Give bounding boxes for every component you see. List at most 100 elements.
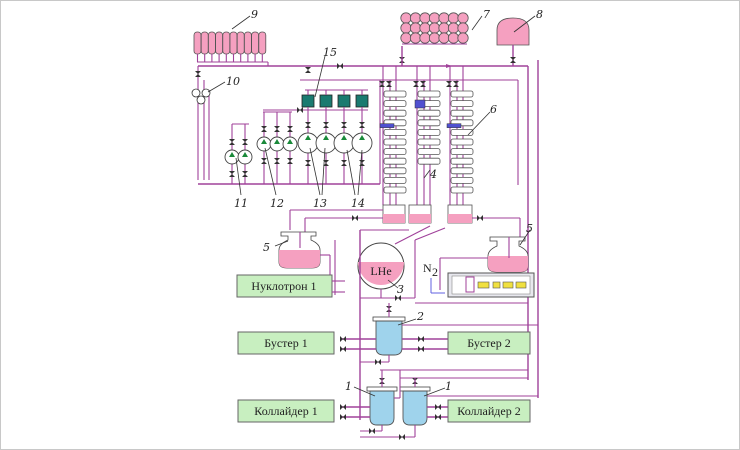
valve[interactable] xyxy=(195,71,201,77)
callout-number: 1 xyxy=(445,380,452,393)
valve[interactable] xyxy=(446,81,452,87)
collider-cryostat-left xyxy=(366,386,398,426)
gas-cylinder xyxy=(400,32,412,44)
gas-cylinder xyxy=(428,32,441,44)
booster-cryostat xyxy=(372,316,406,356)
compressors-group-11 xyxy=(237,124,253,184)
valve[interactable] xyxy=(229,139,235,145)
valve[interactable] xyxy=(359,122,365,128)
valve[interactable] xyxy=(420,81,426,87)
receiver-cylinder xyxy=(193,31,202,55)
consumer-label: Бустер 2 xyxy=(467,336,511,350)
valve[interactable] xyxy=(305,122,311,128)
gas-cylinder xyxy=(400,12,412,24)
compressors-group-11 xyxy=(224,124,240,184)
gas-cylinder xyxy=(457,22,469,34)
valve[interactable] xyxy=(242,139,248,145)
gas-cylinder xyxy=(428,22,441,34)
gas-cylinder xyxy=(409,12,422,24)
valve[interactable] xyxy=(352,215,358,221)
valve[interactable] xyxy=(297,107,303,113)
valve[interactable] xyxy=(341,122,347,128)
receiver-cylinder xyxy=(200,31,209,55)
valve[interactable] xyxy=(229,171,235,177)
valve[interactable] xyxy=(340,414,346,420)
gas-cylinder xyxy=(447,32,460,44)
consumer-nuclotron-1[interactable] xyxy=(236,274,333,298)
valve[interactable] xyxy=(337,63,343,69)
callout-number: 1 xyxy=(345,380,352,393)
gas-cylinder xyxy=(400,22,412,34)
compressors-group-12 xyxy=(282,112,298,184)
valve[interactable] xyxy=(340,404,346,410)
callout-number: 10 xyxy=(226,75,240,88)
receiver-cylinder xyxy=(215,31,224,55)
callout-number: 7 xyxy=(483,8,490,21)
gas-cylinder xyxy=(409,22,422,34)
gas-cylinder xyxy=(438,22,450,34)
callout-number: 5 xyxy=(263,241,270,254)
valve[interactable] xyxy=(453,81,459,87)
valve[interactable] xyxy=(287,158,293,164)
valve[interactable] xyxy=(242,171,248,177)
valve[interactable] xyxy=(435,414,441,420)
valve[interactable] xyxy=(418,346,424,352)
right-refrigerator xyxy=(446,66,474,205)
compressors-group-14 xyxy=(333,107,355,184)
callout-number: 14 xyxy=(351,197,365,210)
lhe-dewar xyxy=(357,242,405,290)
left-refrigerator xyxy=(379,66,407,205)
valve[interactable] xyxy=(287,126,293,132)
valve[interactable] xyxy=(399,434,405,440)
valve[interactable] xyxy=(261,158,267,164)
valve[interactable] xyxy=(386,81,392,87)
collider-cryostat-right xyxy=(399,386,431,426)
gas-cylinder xyxy=(447,12,460,24)
callout-number: 4 xyxy=(429,168,437,181)
callout-number: 9 xyxy=(251,8,258,21)
valve[interactable] xyxy=(435,404,441,410)
consumer-collider-1[interactable] xyxy=(237,399,335,423)
valve[interactable] xyxy=(274,158,280,164)
valve[interactable] xyxy=(418,336,424,342)
valve[interactable] xyxy=(369,428,375,434)
consumer-booster-1[interactable] xyxy=(237,331,335,355)
valve[interactable] xyxy=(340,336,346,342)
receiver-cylinder xyxy=(207,31,216,55)
valve[interactable] xyxy=(261,126,267,132)
middle-refrigerator xyxy=(413,66,441,205)
satellite-dewar-left xyxy=(278,231,321,269)
valve[interactable] xyxy=(305,160,311,166)
callout-number: 6 xyxy=(490,103,497,116)
callout-number: 3 xyxy=(397,283,404,296)
valve[interactable] xyxy=(375,359,381,365)
callout-number: 15 xyxy=(323,46,337,59)
valve[interactable] xyxy=(510,57,516,63)
valve[interactable] xyxy=(274,126,280,132)
consumer-label: Коллайдер 1 xyxy=(254,404,317,418)
receiver-cylinder xyxy=(251,31,260,55)
receiver-cylinder xyxy=(229,31,238,55)
satellite-dewar-right xyxy=(487,236,529,273)
valve[interactable] xyxy=(413,81,419,87)
gas-cylinder xyxy=(457,12,469,24)
consumer-collider-2[interactable] xyxy=(447,399,531,423)
callout-number: 11 xyxy=(234,197,248,210)
gas-cylinder xyxy=(447,22,460,34)
valve[interactable] xyxy=(305,67,311,73)
valve[interactable] xyxy=(341,160,347,166)
nitrogen-subscript: 2 xyxy=(432,265,438,279)
pump-group xyxy=(191,88,211,105)
valve[interactable] xyxy=(340,346,346,352)
receiver-cylinder xyxy=(236,31,245,55)
gas-cylinder-bank xyxy=(400,12,469,45)
valve[interactable] xyxy=(477,215,483,221)
consumer-booster-2[interactable] xyxy=(447,331,531,355)
callout-number: 5 xyxy=(526,222,533,235)
valve[interactable] xyxy=(323,122,329,128)
valve[interactable] xyxy=(359,160,365,166)
compressors-group-12 xyxy=(269,112,285,184)
gas-cylinder xyxy=(438,32,450,44)
heater-panel xyxy=(447,272,535,298)
